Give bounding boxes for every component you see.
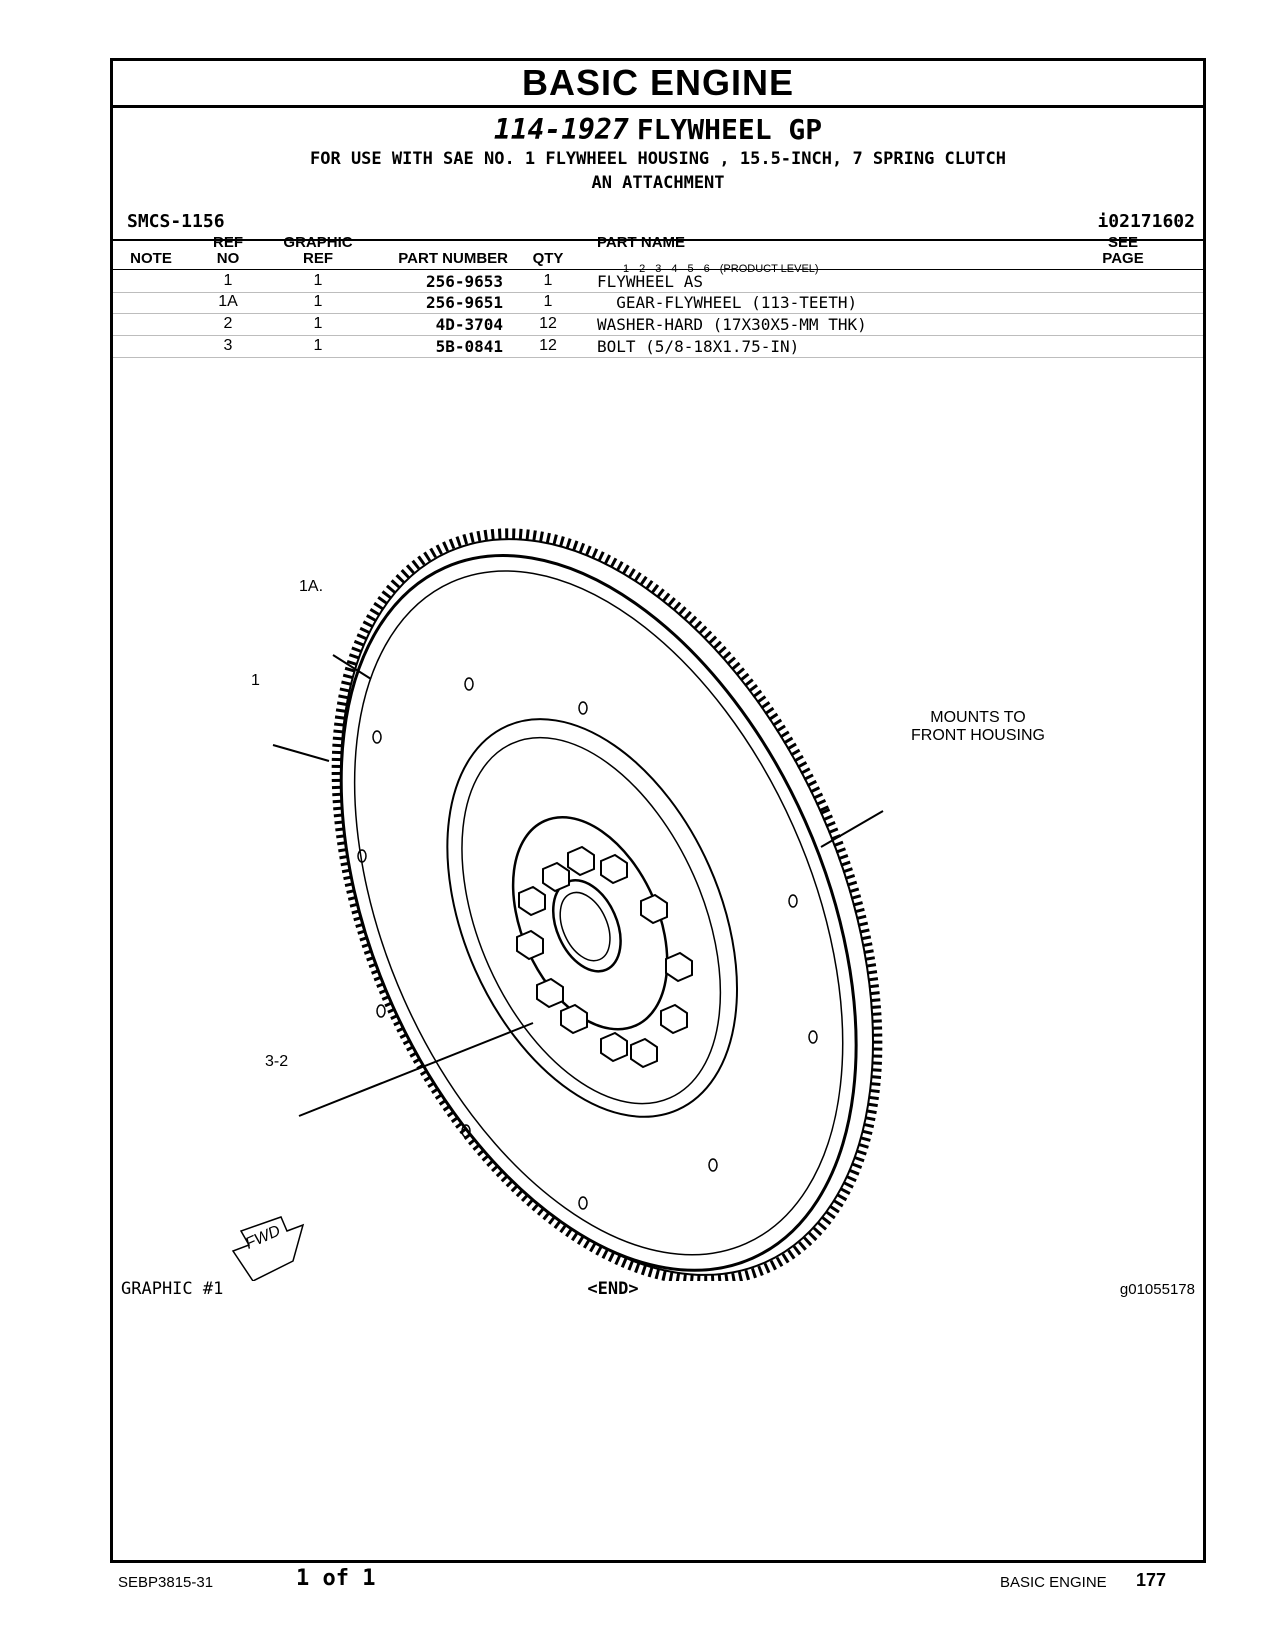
group-subtitle-line1: FOR USE WITH SAE NO. 1 FLYWHEEL HOUSING … xyxy=(310,149,1006,169)
smcs-code: SMCS-1156 xyxy=(127,211,225,232)
center-recess-inner xyxy=(461,736,722,1105)
fwd-arrow xyxy=(231,1216,305,1281)
footer-doc-number: SEBP3815-31 xyxy=(118,1574,214,1591)
graphic-id: g01055178 xyxy=(1119,1281,1195,1298)
flywheel-illustration xyxy=(231,528,884,1281)
section-title: BASIC ENGINE xyxy=(113,61,1203,108)
header-qty: QTY xyxy=(532,250,564,267)
header-note: NOTE xyxy=(130,250,172,267)
mounting-holes xyxy=(357,677,818,1210)
callout-1a: 1A. xyxy=(299,578,324,595)
footer-page-of: 1 of 1 xyxy=(296,1566,376,1591)
group-name: FLYWHEEL GP xyxy=(636,113,823,146)
group-number: 114-1927 xyxy=(493,113,629,146)
table-row: 1 1 256-9653 1 FLYWHEEL AS xyxy=(113,269,1203,293)
header-part-name: PART NAME xyxy=(597,234,686,251)
table-row: 3 1 5B-0841 12 BOLT (5/8-18X1.75-IN) xyxy=(113,335,1203,358)
table-top-rule xyxy=(113,239,1203,241)
end-label: <END> xyxy=(587,1279,639,1299)
callout-3-2: 3-2 xyxy=(265,1053,289,1070)
table-row: 2 1 4D-3704 12 WASHER-HARD (17X30X5-MM T… xyxy=(113,313,1203,336)
flywheel-bolts xyxy=(516,845,693,1069)
center-recess xyxy=(446,718,738,1118)
graphic-label: GRAPHIC #1 xyxy=(121,1279,224,1299)
pilot-bore-inner xyxy=(559,891,611,962)
header-part-number: PART NUMBER xyxy=(398,250,508,267)
footer-page-number: 177 xyxy=(1136,1570,1167,1590)
flywheel-face-edge xyxy=(353,570,844,1256)
callout-1: 1 xyxy=(251,672,260,689)
footer-section: BASIC ENGINE xyxy=(1000,1574,1107,1591)
leader-lines xyxy=(272,654,884,1117)
table-row: 1A 1 256-9651 1 GEAR-FLYWHEEL (113-TEETH… xyxy=(113,291,1203,314)
ring-gear-teeth xyxy=(331,528,883,1281)
group-subtitle-line2: AN ATTACHMENT xyxy=(591,173,725,193)
document-ident: i02171602 xyxy=(1097,211,1195,232)
flywheel-rim xyxy=(339,554,858,1272)
